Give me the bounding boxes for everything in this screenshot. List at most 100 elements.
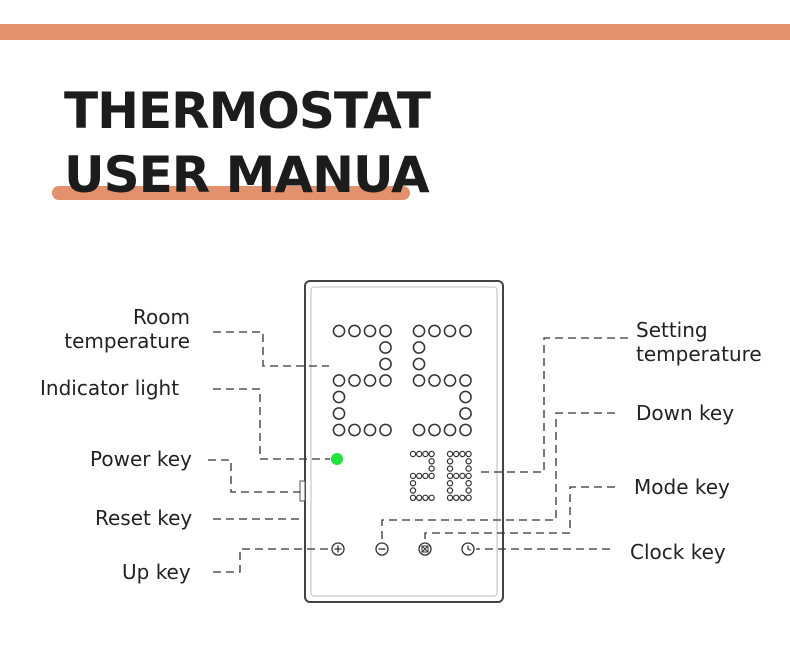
title-underline	[52, 186, 410, 200]
thermostat-device-inner	[310, 286, 498, 597]
display-dot	[332, 390, 346, 404]
display-dot	[332, 407, 346, 420]
display-dot	[446, 487, 454, 494]
display-dot	[459, 390, 472, 404]
label-down-key: Down key	[636, 401, 735, 425]
title-line-2: USER MANUA	[64, 146, 430, 204]
display-dot	[416, 450, 423, 458]
display-dot	[465, 494, 472, 501]
display-dot	[428, 450, 435, 458]
room-temperature-digits	[332, 324, 472, 437]
display-dot	[422, 472, 429, 480]
display-dot	[412, 423, 426, 437]
indicator-light	[331, 453, 343, 465]
display-dot	[409, 450, 417, 458]
label-room-temperature: Room temperature	[40, 305, 190, 353]
down-key[interactable]	[375, 542, 389, 556]
display-dot	[332, 374, 346, 387]
label-up-key: Up key	[122, 560, 191, 584]
display-dot	[363, 374, 377, 387]
setting-temperature-leader	[478, 337, 628, 473]
label-setting-temperature-line1: Setting	[636, 318, 708, 342]
display-dot	[409, 480, 417, 487]
display-dot	[465, 450, 472, 458]
display-dot	[363, 324, 377, 338]
display-dot	[446, 458, 454, 465]
display-dot	[428, 423, 441, 437]
display-dot	[428, 465, 435, 472]
display-dot	[379, 324, 392, 338]
display-dot	[459, 374, 472, 387]
up-key[interactable]	[331, 542, 345, 556]
label-clock-key: Clock key	[630, 540, 726, 564]
display-dot	[428, 494, 435, 501]
display-dot	[409, 494, 417, 501]
label-room-temperature-line2: temperature	[64, 329, 190, 353]
display-dot	[465, 480, 472, 487]
display-dot	[416, 472, 423, 480]
room-temperature-leader	[213, 331, 329, 367]
display-dot	[379, 374, 392, 387]
mode-key[interactable]	[418, 542, 432, 556]
power-key-leader	[208, 459, 300, 493]
display-dot	[409, 472, 417, 480]
label-mode-key: Mode key	[634, 475, 730, 499]
display-dot	[416, 494, 423, 501]
display-dot	[446, 494, 454, 501]
display-dot	[409, 487, 417, 494]
display-dot	[428, 472, 435, 480]
display-dot	[465, 487, 472, 494]
display-dot	[412, 357, 426, 371]
display-dot	[459, 450, 466, 458]
display-dot	[332, 324, 346, 338]
label-setting-temperature: Setting temperature	[636, 318, 762, 366]
display-dot	[412, 374, 426, 387]
display-dot	[459, 407, 472, 420]
display-dot	[459, 324, 472, 338]
display-dot	[459, 472, 466, 480]
display-dot	[459, 494, 466, 501]
display-dot	[446, 465, 454, 472]
display-dot	[363, 423, 377, 437]
display-dot	[412, 324, 426, 338]
display-dot	[379, 341, 392, 354]
clock-key[interactable]	[461, 542, 475, 556]
title-line-1: THERMOSTAT	[64, 82, 431, 140]
display-dot	[465, 465, 472, 472]
display-dot	[446, 450, 454, 458]
display-dot	[422, 450, 429, 458]
setting-temperature-digits	[409, 450, 472, 501]
label-power-key: Power key	[90, 447, 192, 471]
label-reset-key: Reset key	[95, 506, 193, 530]
display-dot	[443, 423, 457, 437]
display-dot	[348, 374, 361, 387]
display-dot	[453, 494, 460, 501]
display-dot	[379, 423, 392, 437]
down-key-leader	[381, 412, 615, 540]
display-dot	[348, 423, 361, 437]
display-dot	[465, 458, 472, 465]
display-dot	[453, 450, 460, 458]
thermostat-device-outer	[304, 280, 504, 603]
label-indicator-light: Indicator light	[40, 376, 180, 400]
display-dot	[465, 472, 472, 480]
indicator-light-leader	[213, 388, 330, 460]
display-dot	[379, 357, 392, 371]
display-dot	[446, 480, 454, 487]
display-dot	[332, 423, 346, 437]
display-dot	[459, 423, 472, 437]
mode-key-leader	[424, 486, 615, 540]
display-dot	[428, 458, 435, 465]
display-dot	[348, 324, 361, 338]
display-dot	[453, 472, 460, 480]
label-setting-temperature-line2: temperature	[636, 342, 762, 366]
top-accent-bar	[0, 24, 790, 40]
display-dot	[446, 472, 454, 480]
label-room-temperature-line1: Room	[133, 305, 190, 329]
display-dot	[412, 341, 426, 354]
display-dot	[428, 374, 441, 387]
display-dot	[443, 324, 457, 338]
power-key-side-button[interactable]	[299, 480, 306, 502]
up-key-leader	[213, 548, 331, 573]
